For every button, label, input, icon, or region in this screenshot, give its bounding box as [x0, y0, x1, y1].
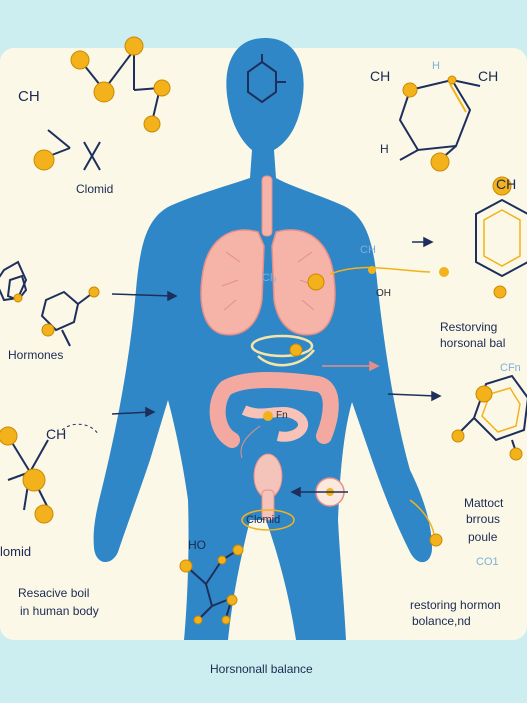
label-restoring-bottom-2: bolance,nd	[412, 614, 471, 628]
label-co1: CO1	[476, 556, 499, 568]
label-ch2-top-right: CH	[478, 68, 499, 84]
label-ho: HO	[188, 538, 206, 552]
label-ch-top-left: CH	[18, 88, 40, 105]
arrows	[111, 236, 442, 498]
label-clomid-left: lomid	[0, 544, 32, 559]
lung-branches	[221, 251, 317, 311]
label-h2-right: H	[380, 142, 389, 156]
stomach-atom	[289, 343, 303, 357]
clomid-capsule-ring	[241, 509, 295, 531]
label-h-top-right: H	[432, 60, 440, 72]
footer-title: Horsnonall balance	[210, 662, 313, 676]
label-restoring-bottom-1: restoring hormon	[410, 598, 501, 612]
molecule-right-lower	[457, 374, 527, 453]
label-brrous: brrous	[466, 512, 501, 526]
stomach-swirl	[250, 334, 315, 367]
label-lung-ch: Cl₂	[262, 272, 277, 284]
molecule-right-benzene	[475, 198, 527, 278]
molecule-top-left	[43, 49, 161, 171]
label-lung-side-2: OH	[376, 288, 391, 299]
label-lung-side-1: CH	[360, 244, 376, 256]
trachea	[261, 175, 273, 237]
label-reactive: Resacive boil	[18, 586, 90, 600]
head-molecule-ring	[247, 54, 286, 104]
label-ch-top-right: CH	[370, 68, 391, 84]
label-clomid-top: Clomid	[76, 182, 114, 196]
label-ch-right: CH	[496, 176, 517, 192]
label-in-body: in human body	[20, 604, 99, 618]
label-poule: poule	[468, 530, 498, 544]
label-restoring-2: horsonal bal	[440, 336, 506, 350]
label-clomid-center: Clomid	[246, 514, 281, 526]
right-lung	[271, 229, 336, 336]
label-metoct: Mattoct	[464, 496, 504, 510]
molecule-top-left-atoms	[33, 36, 171, 171]
rectum	[261, 489, 275, 521]
gut-atom	[263, 411, 273, 421]
label-hormones: Hormones	[8, 348, 64, 362]
hand-atom	[429, 533, 443, 547]
label-ch2-left: CH	[46, 426, 67, 442]
label-cfn-right: CFn	[500, 362, 521, 374]
small-intestine	[241, 405, 308, 442]
large-intestine	[209, 372, 339, 448]
label-restoring-1: Restorving	[440, 320, 498, 334]
label-gut-fn: Fn	[276, 410, 288, 421]
